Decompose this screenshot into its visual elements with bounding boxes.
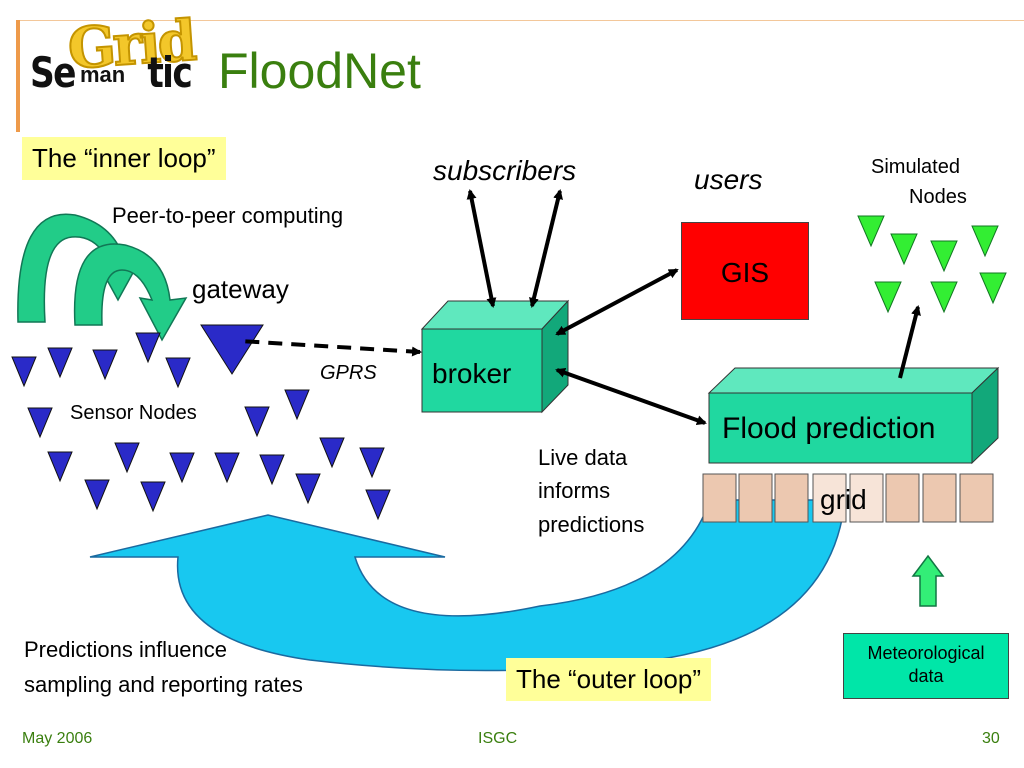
live-data-line3: predictions	[538, 512, 645, 537]
sensor-node	[295, 473, 321, 505]
simulated-node	[979, 272, 1007, 305]
simulated-node	[971, 225, 999, 258]
meteorological-data-box: Meteorological data	[843, 633, 1009, 699]
grid-cell	[774, 473, 809, 523]
grid-label: grid	[820, 484, 867, 515]
footer-date: May 2006	[22, 730, 93, 747]
sensor-node	[47, 451, 73, 483]
sensor-node	[84, 479, 110, 511]
gateway-node	[200, 324, 264, 375]
simulated-node	[874, 281, 902, 314]
gis-box: GIS	[681, 222, 809, 320]
gateway-label: gateway	[192, 274, 289, 304]
grid-cell	[959, 473, 994, 523]
sensor-node	[244, 406, 270, 438]
broker-gis-arrow	[555, 268, 679, 336]
grid-cell	[702, 473, 737, 523]
sensor-node	[140, 481, 166, 513]
broker-label: broker	[432, 358, 512, 389]
broker-flood-arrow	[555, 367, 707, 426]
inner-loop-arrow-right	[73, 243, 188, 342]
flood-simulated-arrow	[898, 305, 921, 379]
grid-cell	[738, 473, 773, 523]
sensor-node	[319, 437, 345, 469]
live-data-line2: informs	[538, 478, 611, 503]
meteorological-line1: Meteorological	[867, 643, 985, 663]
simulated-node	[930, 240, 958, 273]
sensor-node	[169, 452, 195, 484]
sensor-node	[92, 349, 118, 381]
sensor-node	[284, 389, 310, 421]
sensor-node	[27, 407, 53, 439]
predictions-line1: Predictions influence	[24, 637, 228, 662]
sensor-node	[365, 489, 391, 521]
sensor-node	[259, 454, 285, 486]
grid-cell	[812, 473, 847, 523]
sensor-node	[165, 357, 191, 389]
meteorological-arrow	[911, 554, 945, 607]
gis-label: GIS	[720, 257, 770, 288]
footer-venue: ISGC	[478, 730, 518, 747]
sensor-node	[47, 347, 73, 379]
sensor-node	[114, 442, 140, 474]
sensor-node	[135, 332, 161, 364]
slide-title: FloodNet	[218, 43, 421, 99]
simulated-nodes-label-line2: Nodes	[909, 186, 967, 208]
sensor-node	[214, 452, 240, 484]
live-data-line1: Live data	[538, 445, 628, 470]
broker-box	[420, 299, 570, 414]
sensor-node	[359, 447, 385, 479]
peer-to-peer-label: Peer-to-peer computing	[112, 203, 344, 228]
predictions-line2: sampling and reporting rates	[24, 672, 303, 697]
outer-loop-arrow	[89, 499, 846, 672]
inner-loop-label: The “inner loop”	[22, 137, 226, 180]
simulated-node	[890, 233, 918, 266]
slide-left-rule	[16, 20, 20, 132]
footer-page-number: 30	[982, 730, 1000, 747]
sensor-node	[11, 356, 37, 388]
outer-loop-label: The “outer loop”	[506, 658, 711, 701]
grid-cell	[849, 473, 884, 523]
grid-cell	[885, 473, 920, 523]
semantic-grid-logo: Se tic	[30, 48, 193, 97]
flood-prediction-label: Flood prediction	[722, 412, 936, 445]
flood-prediction-box	[707, 366, 1000, 465]
semantic-grid-logo-man: man	[80, 62, 126, 87]
subscribers-label: subscribers	[433, 155, 577, 186]
gprs-link	[239, 339, 422, 357]
subscriber-arrow-left	[466, 189, 497, 308]
meteorological-line2: data	[908, 665, 944, 686]
grid-cell	[922, 473, 957, 523]
simulated-nodes-label-line1: Simulated	[871, 156, 960, 178]
users-label: users	[694, 164, 763, 195]
simulated-node	[857, 215, 885, 248]
sensor-nodes-label: Sensor Nodes	[70, 402, 197, 424]
slide-top-rule	[20, 20, 1024, 21]
subscriber-arrow-right	[529, 189, 563, 308]
simulated-node	[930, 281, 958, 314]
gprs-label: GPRS	[320, 362, 377, 384]
